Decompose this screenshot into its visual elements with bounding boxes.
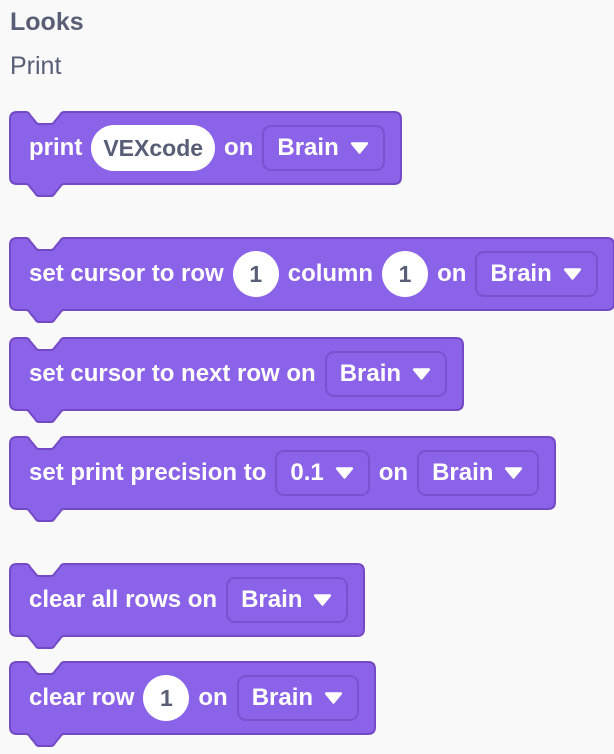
block-label: on [198, 684, 228, 711]
dropdown-caret-icon [412, 368, 431, 380]
dropdown-value: 0.1 [290, 459, 324, 486]
category-title: Looks [10, 8, 84, 36]
block-label: print [29, 134, 83, 161]
block-label: on [437, 260, 467, 287]
block-label: on [378, 459, 409, 486]
block-label: clear all rows on [29, 586, 218, 613]
brain-dropdown[interactable]: Brain [262, 125, 385, 171]
block-clear-row[interactable]: clear row 1 on Brain [9, 661, 376, 747]
column-number-input[interactable]: 1 [382, 251, 429, 297]
block-label: set cursor to row [29, 260, 224, 287]
block-label: set print precision to [29, 459, 267, 486]
block-print[interactable]: print VEXcode on Brain [9, 111, 402, 197]
print-text-input[interactable]: VEXcode [91, 125, 216, 171]
dropdown-value: Brain [241, 586, 303, 613]
block-set-cursor-to-row-column[interactable]: set cursor to row 1 column 1 on Brain [9, 237, 614, 323]
block-set-print-precision[interactable]: set print precision to 0.1 on Brain [9, 436, 556, 522]
brain-dropdown[interactable]: Brain [236, 675, 360, 721]
dropdown-caret-icon [505, 467, 523, 479]
block-clear-all-rows[interactable]: clear all rows on Brain [9, 563, 365, 649]
dropdown-value: Brain [277, 134, 339, 161]
brain-dropdown[interactable]: Brain [475, 251, 598, 297]
block-label: set cursor to next row on [29, 360, 316, 387]
brain-dropdown[interactable]: Brain [226, 577, 349, 623]
block-label: clear row [29, 684, 135, 711]
dropdown-caret-icon [314, 594, 332, 606]
block-label: column [287, 260, 374, 287]
row-number-input[interactable]: 1 [232, 251, 279, 297]
precision-dropdown[interactable]: 0.1 [275, 450, 370, 496]
dropdown-value: Brain [339, 360, 402, 387]
brain-dropdown[interactable]: Brain [324, 351, 448, 397]
dropdown-value: Brain [251, 684, 314, 711]
block-label: on [224, 134, 254, 161]
section-title-print: Print [10, 52, 62, 80]
dropdown-value: Brain [490, 260, 552, 287]
dropdown-value: Brain [432, 459, 494, 486]
dropdown-caret-icon [563, 268, 581, 280]
dropdown-caret-icon [335, 467, 353, 479]
dropdown-caret-icon [350, 142, 368, 154]
block-set-cursor-to-next-row[interactable]: set cursor to next row on Brain [9, 337, 464, 423]
row-number-input[interactable]: 1 [143, 675, 190, 721]
dropdown-caret-icon [324, 692, 343, 704]
brain-dropdown[interactable]: Brain [417, 450, 540, 496]
